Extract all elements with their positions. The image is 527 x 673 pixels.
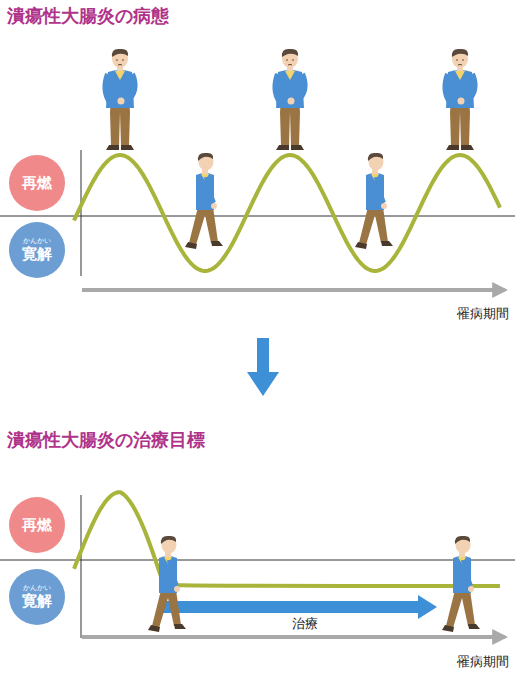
- remission-circle: かんかい寛解: [9, 569, 65, 625]
- walking-person: [148, 536, 186, 632]
- walking-person: [355, 153, 393, 249]
- person-in-pain: [275, 49, 304, 150]
- treated-wave: [74, 492, 500, 586]
- state-label: 再燃: [22, 517, 52, 534]
- state-label: 寛解: [22, 593, 52, 610]
- bottom-time-arrow: [82, 635, 505, 639]
- walking-person: [442, 536, 480, 632]
- axis-label: 罹病期間: [457, 653, 509, 671]
- top-vertical-axis: [81, 150, 82, 276]
- treatment-label: 治療: [290, 615, 320, 633]
- bottom-vertical-axis: [81, 495, 82, 638]
- heading: 潰瘍性大腸炎の病態: [7, 4, 169, 28]
- walking-person: [185, 153, 223, 249]
- state-label: 寛解: [22, 246, 52, 263]
- reading-ruby: かんかい: [23, 238, 51, 245]
- axis-label: 罹病期間: [457, 305, 509, 323]
- person-in-pain: [105, 49, 134, 150]
- person-in-pain: [445, 49, 474, 150]
- heading: 潰瘍性大腸炎の治療目標: [7, 428, 205, 452]
- reading-ruby: かんかい: [23, 585, 51, 592]
- relapse-circle: 再燃: [9, 497, 65, 553]
- relapse-circle: 再燃: [9, 155, 65, 211]
- relapse-remission-wave: [74, 155, 500, 271]
- remission-circle: かんかい寛解: [9, 222, 65, 278]
- state-label: 再燃: [22, 175, 52, 192]
- top-time-arrow: [82, 288, 505, 292]
- transition-arrow: [247, 338, 279, 396]
